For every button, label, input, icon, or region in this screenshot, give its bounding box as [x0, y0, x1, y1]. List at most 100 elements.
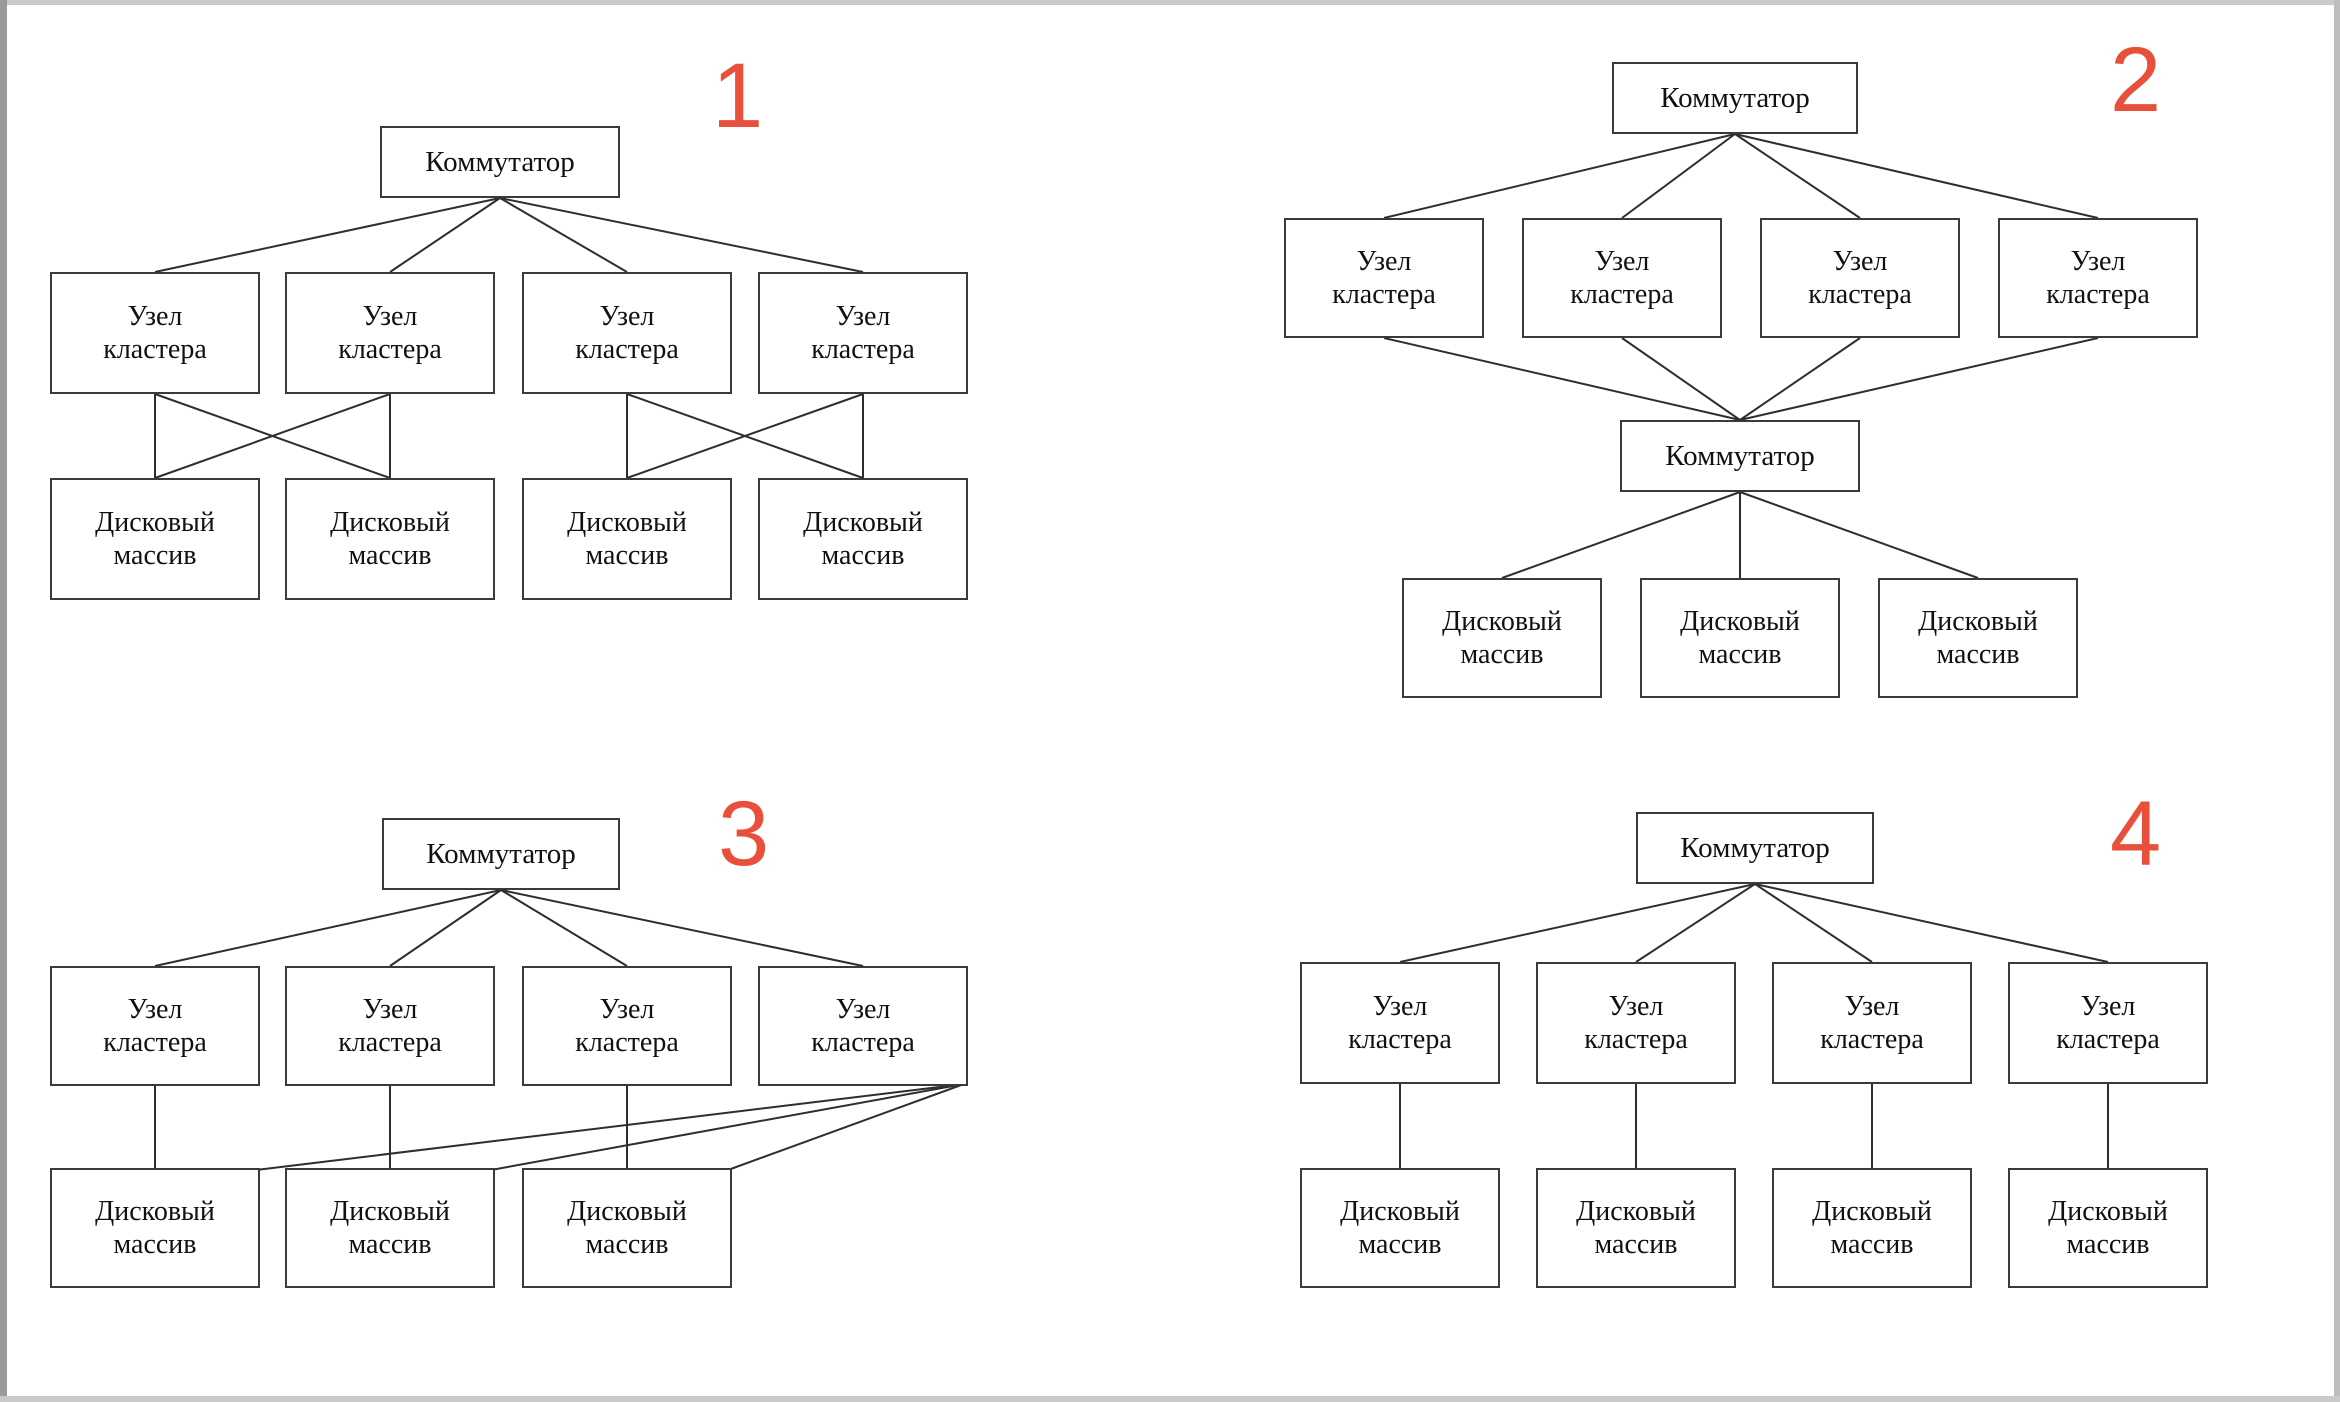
cluster-node-box-4-3-label-line1: Узел: [1844, 990, 1900, 1022]
cluster-node-box-4-3-label-line2: кластера: [1820, 1024, 1924, 1055]
cluster-node-box-1-3-label-line1: Узел: [599, 300, 655, 332]
switch-box-4-1-label-line1: Коммутатор: [1680, 831, 1830, 864]
disk-array-box-1-1-label-line2: массив: [113, 540, 197, 571]
cluster-node-box-3-3-label-line1: Узел: [599, 993, 655, 1025]
disk-array-box-4-3-label-line1: Дисковый: [1812, 1195, 1932, 1227]
frame-edge-bottom: [0, 1396, 2340, 1402]
cluster-node-box-1-2-label-line1: Узел: [362, 300, 418, 332]
disk-array-box-2-2-label-line1: Дисковый: [1680, 605, 1800, 637]
disk-array-box-4-1-label-line2: массив: [1358, 1229, 1442, 1260]
disk-array-box-4-2-label-line2: массив: [1594, 1229, 1678, 1260]
cluster-node-box-2-2-label-line2: кластера: [1570, 279, 1674, 310]
disk-array-box-2-1-label-line1: Дисковый: [1442, 605, 1562, 637]
frame-edge-right: [2334, 0, 2340, 1402]
cluster-node-box-1-2-label-line2: кластера: [338, 334, 442, 365]
disk-array-box-4-1-label-line1: Дисковый: [1340, 1195, 1460, 1227]
cluster-node-box-2-1-label-line1: Узел: [1356, 245, 1412, 277]
cluster-node-box-4-1-label-line2: кластера: [1348, 1024, 1452, 1055]
panel-number-3: 3: [718, 783, 770, 885]
cluster-node-box-3-1-label-line1: Узел: [127, 993, 183, 1025]
disk-array-box-1-1-label-line1: Дисковый: [95, 506, 215, 538]
cluster-node-box-4-4-label-line1: Узел: [2080, 990, 2136, 1022]
cluster-node-box-2-4-label-line1: Узел: [2070, 245, 2126, 277]
cluster-node-box-4-2-label-line2: кластера: [1584, 1024, 1688, 1055]
disk-array-box-3-1-label-line1: Дисковый: [95, 1195, 215, 1227]
panel-number-1: 1: [712, 45, 764, 147]
cluster-node-box-3-2-label-line1: Узел: [362, 993, 418, 1025]
disk-array-box-4-4-label-line1: Дисковый: [2048, 1195, 2168, 1227]
disk-array-box-1-4-label-line1: Дисковый: [803, 506, 923, 538]
cluster-node-box-2-1-label-line2: кластера: [1332, 279, 1436, 310]
cluster-node-box-4-4-label-line2: кластера: [2056, 1024, 2160, 1055]
cluster-node-box-4-2-label-line1: Узел: [1608, 990, 1664, 1022]
cluster-node-box-3-2-label-line2: кластера: [338, 1027, 442, 1058]
disk-array-box-2-3-label-line1: Дисковый: [1918, 605, 2038, 637]
panel-number-2: 2: [2110, 29, 2162, 131]
cluster-node-box-2-3-label-line1: Узел: [1832, 245, 1888, 277]
frame-edge-left: [0, 0, 7, 1402]
cluster-node-box-1-1-label-line2: кластера: [103, 334, 207, 365]
cluster-node-box-4-1-label-line1: Узел: [1372, 990, 1428, 1022]
cluster-node-box-3-3-label-line2: кластера: [575, 1027, 679, 1058]
disk-array-box-3-1-label-line2: массив: [113, 1229, 197, 1260]
disk-array-box-3-2-label-line1: Дисковый: [330, 1195, 450, 1227]
disk-array-box-1-4-label-line2: массив: [821, 540, 905, 571]
cluster-node-box-1-4-label-line1: Узел: [835, 300, 891, 332]
cluster-node-box-2-2-label-line1: Узел: [1594, 245, 1650, 277]
switch-box-3-1-label-line1: Коммутатор: [426, 837, 576, 870]
disk-array-box-4-3-label-line2: массив: [1830, 1229, 1914, 1260]
disk-array-box-4-4-label-line2: массив: [2066, 1229, 2150, 1260]
disk-array-box-2-2-label-line2: массив: [1698, 639, 1782, 670]
disk-array-box-3-3-label-line2: массив: [585, 1229, 669, 1260]
panel-number-4: 4: [2110, 783, 2162, 885]
cluster-node-box-3-1-label-line2: кластера: [103, 1027, 207, 1058]
disk-array-box-4-2-label-line1: Дисковый: [1576, 1195, 1696, 1227]
disk-array-box-1-2-label-line1: Дисковый: [330, 506, 450, 538]
switch-box-2-2: Коммутатор: [1620, 420, 1860, 492]
cluster-node-box-3-4-label-line1: Узел: [835, 993, 891, 1025]
switch-box-2-2-label-line1: Коммутатор: [1665, 439, 1815, 472]
disk-array-box-2-1-label-line2: массив: [1460, 639, 1544, 670]
cluster-node-box-1-1-label-line1: Узел: [127, 300, 183, 332]
disk-array-box-2-3-label-line2: массив: [1936, 639, 2020, 670]
switch-box-1-1: Коммутатор: [380, 126, 620, 198]
disk-array-box-3-3-label-line1: Дисковый: [567, 1195, 687, 1227]
disk-array-box-1-3-label-line2: массив: [585, 540, 669, 571]
disk-array-box-1-3-label-line1: Дисковый: [567, 506, 687, 538]
switch-box-1-1-label-line1: Коммутатор: [425, 145, 575, 178]
disk-array-box-3-2-label-line2: массив: [348, 1229, 432, 1260]
frame-edge-top: [0, 0, 2340, 5]
switch-box-4-1: Коммутатор: [1636, 812, 1874, 884]
cluster-node-box-2-3-label-line2: кластера: [1808, 279, 1912, 310]
cluster-node-box-1-3-label-line2: кластера: [575, 334, 679, 365]
